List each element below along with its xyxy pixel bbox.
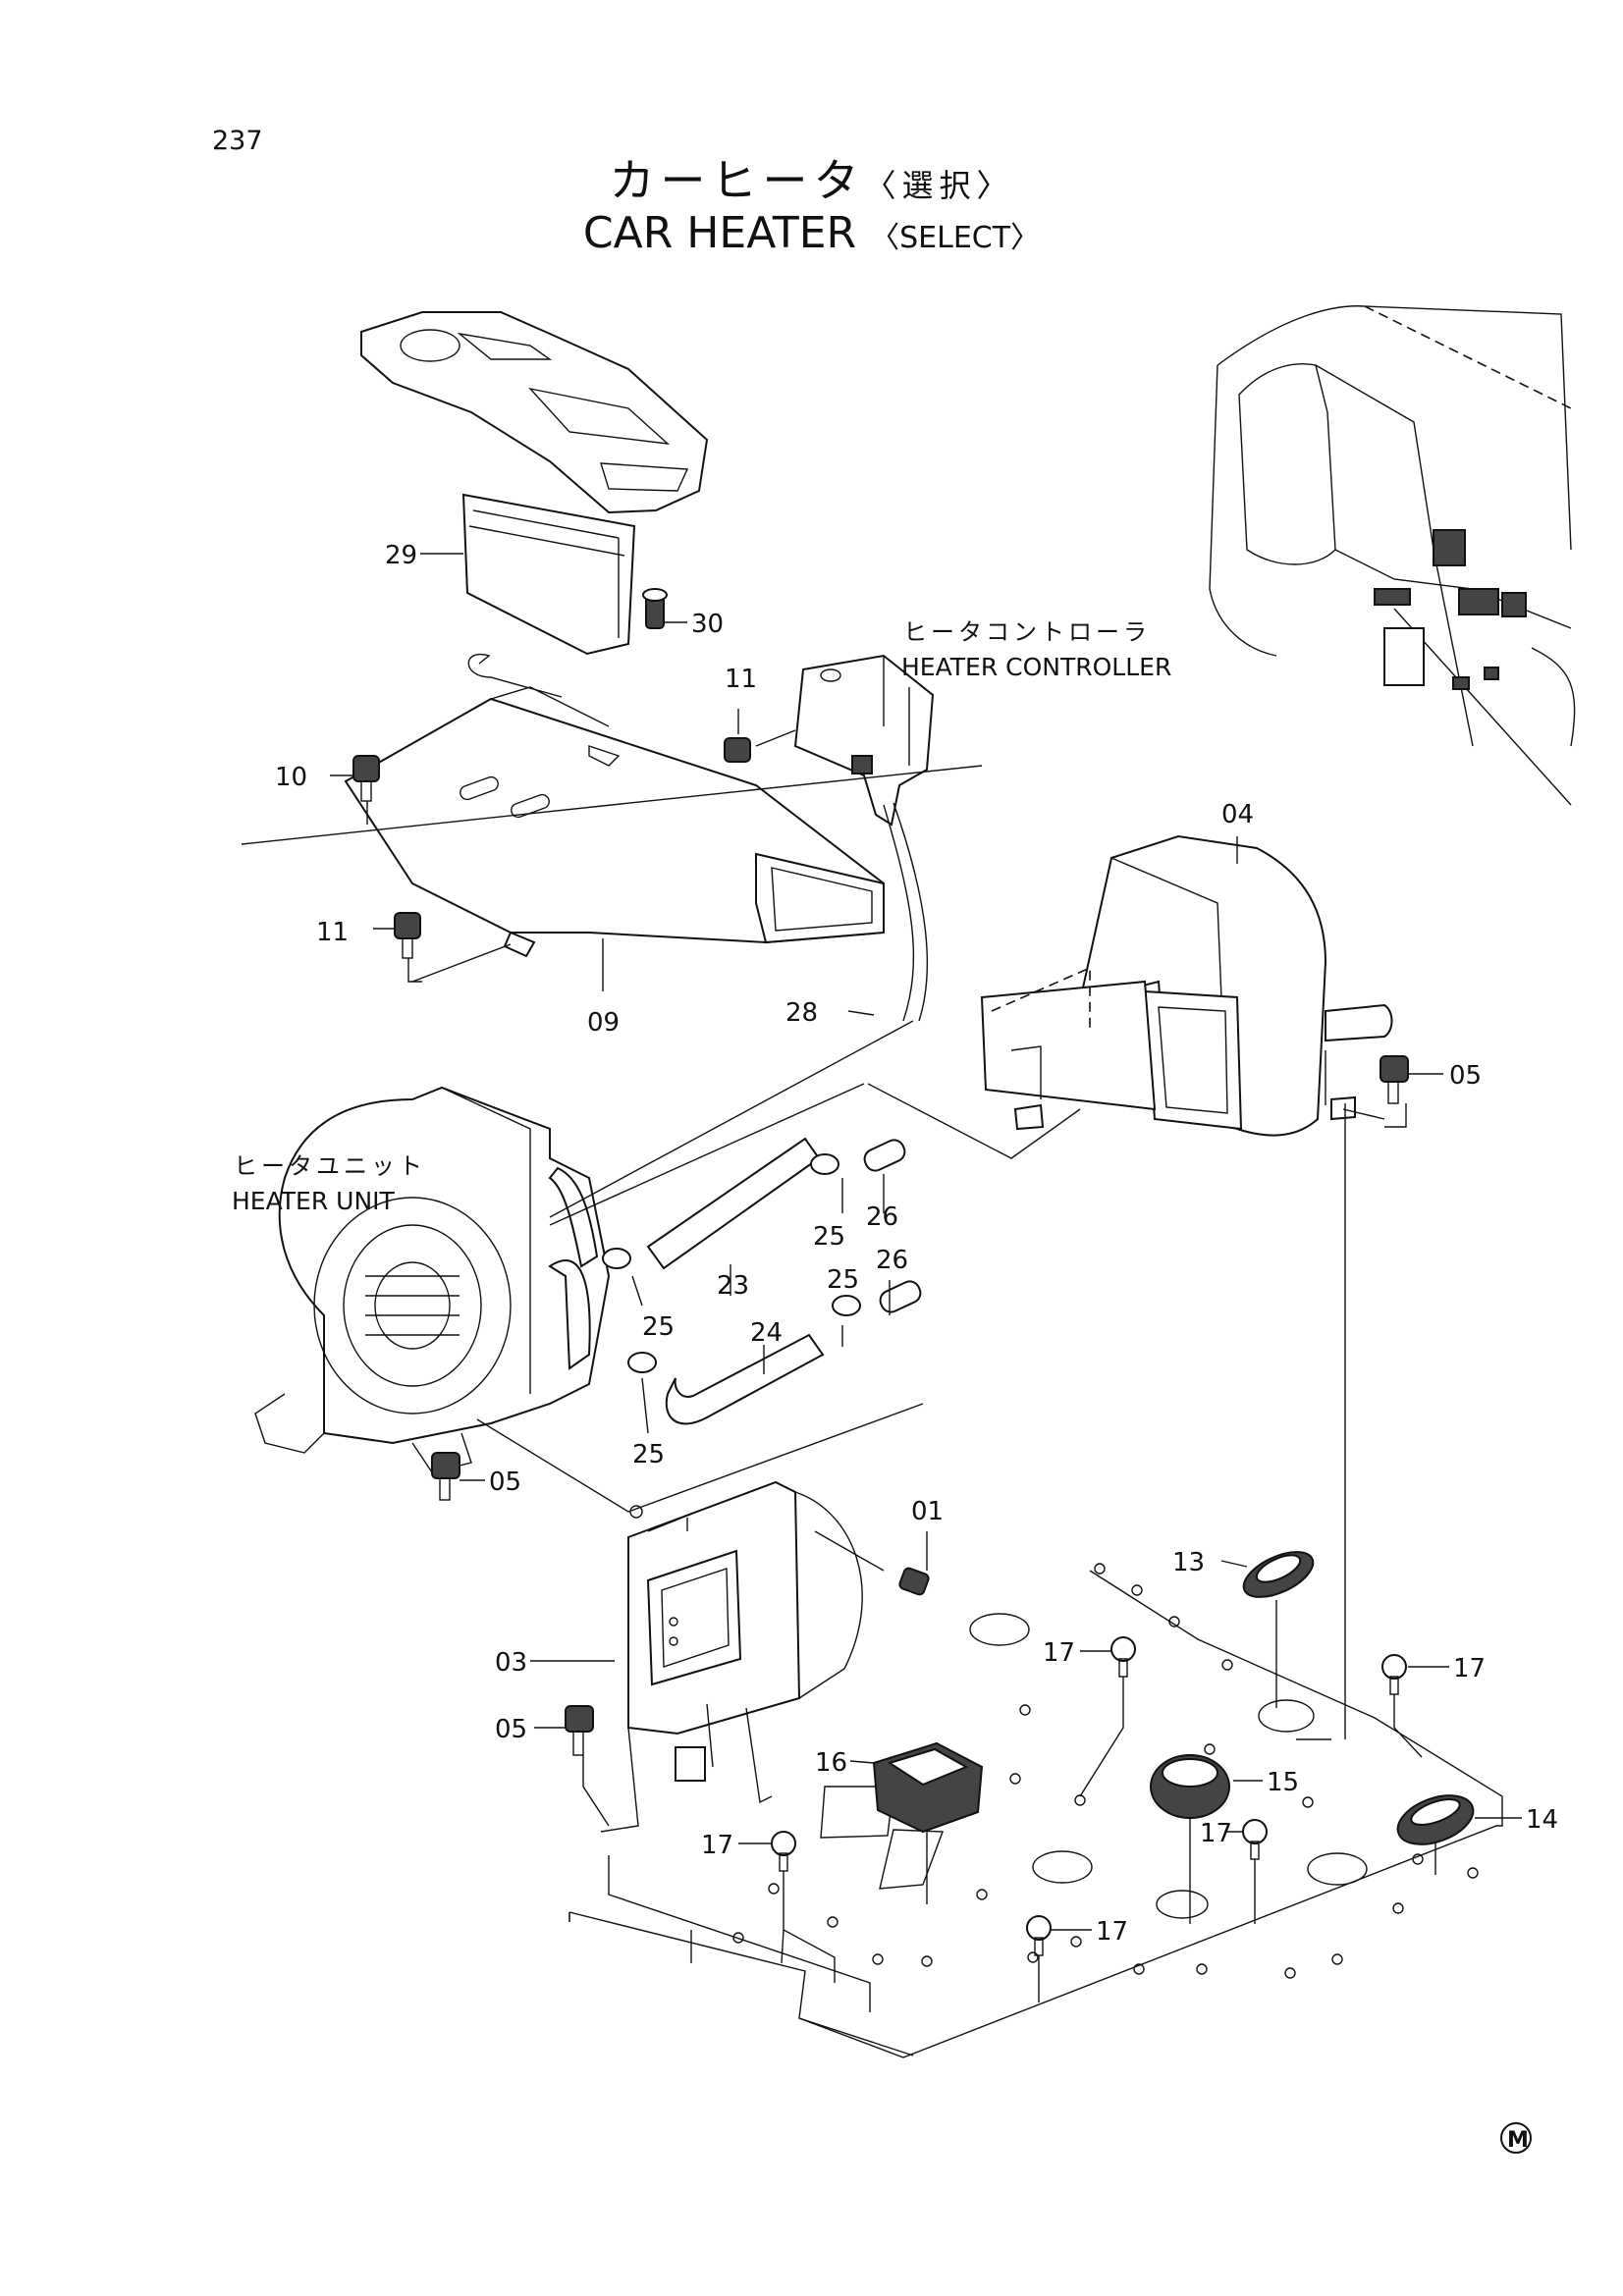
title-en-text: CAR HEATER [582,208,857,258]
callout-17-bottom: 17 [1096,1917,1128,1947]
controller-label-jp: ヒータコントローラ [903,618,1151,646]
callout-29: 29 [385,541,417,570]
hose-24 [665,1333,825,1425]
cab-outline [1209,305,1576,806]
callout-17-upper: 17 [1043,1638,1075,1668]
grommet-14 [1396,1794,1475,1845]
callout-05-bracket: 05 [495,1715,527,1744]
screw-01 [898,1567,930,1596]
callout-13: 13 [1172,1548,1205,1577]
callout-28: 28 [785,998,818,1028]
storage-box-29 [461,493,636,656]
callout-25-middle: 25 [827,1265,859,1295]
callout-25-left: 25 [642,1312,675,1342]
callout-11-duct: 11 [316,918,349,947]
grommet-16 [872,1741,984,1834]
bolt-05-right [1380,1055,1409,1104]
callout-11-controller: 11 [725,665,757,694]
floor-plate [568,1563,1503,2058]
clamp-25-a [810,1153,839,1175]
unit-label-en: HEATER UNIT [232,1187,396,1215]
callout-15: 15 [1267,1768,1299,1797]
clamp-25-b [602,1248,631,1269]
bolt-05-bracket [565,1705,594,1756]
callout-25-upper: 25 [813,1222,845,1252]
heater-controller [793,654,935,1022]
callout-10: 10 [275,763,307,792]
clamp-25-c [832,1295,861,1316]
callout-30: 30 [691,610,724,639]
screw-11-controller [724,729,796,763]
duct-04 [980,834,1393,1137]
pin-17-e [1026,1915,1052,1956]
title-english: CAR HEATER 〈SELECT〉 [0,208,1623,258]
fitting-26-b [879,1280,922,1313]
pin-17-c [771,1831,796,1872]
grommet-15 [1150,1754,1230,1819]
bolt-10 [352,755,380,802]
console-assembly [360,311,709,514]
title-en-note: 〈SELECT〉 [870,221,1041,255]
assembly-labels: ヒータコントローラ HEATER CONTROLLER ヒータユニット HEAT… [232,618,1171,1215]
callout-05-duct: 05 [1449,1061,1482,1091]
title-japanese: カーヒータ〈選択〉 [0,145,1623,210]
callout-26-upper: 26 [866,1202,898,1232]
callout-17-right: 17 [1453,1654,1486,1683]
duct-09 [344,653,885,958]
pin-17-b [1381,1654,1407,1695]
heater-unit [254,1086,611,1473]
callout-16: 16 [815,1748,847,1778]
fitting-26-a [863,1139,906,1172]
title-jp-note: 〈選択〉 [864,167,1014,204]
bolt-11-left [394,912,421,959]
callout-23: 23 [717,1271,749,1301]
hose-23 [646,1137,821,1270]
callout-25-bottom: 25 [632,1440,665,1469]
m-mark: M [1500,2122,1532,2154]
callout-05-unit: 05 [489,1468,521,1497]
controller-label-en: HEATER CONTROLLER [901,653,1171,681]
callout-17-left: 17 [701,1831,733,1860]
leader-lines [241,553,1522,2012]
callout-labels: 29 30 11 10 11 09 04 28 05 25 26 23 25 2… [275,541,1558,1947]
bolt-05-unit [431,1452,460,1501]
callout-01: 01 [911,1497,944,1526]
unit-label-jp: ヒータユニット [234,1152,426,1180]
bracket-03 [600,1480,885,1833]
callout-24: 24 [750,1318,783,1348]
callout-04: 04 [1221,800,1254,829]
title-jp-text: カーヒータ [609,154,865,207]
clamp-25-d [627,1352,657,1373]
callout-09: 09 [587,1008,620,1038]
callout-14: 14 [1526,1805,1558,1835]
callout-26-lower: 26 [876,1246,908,1275]
m-mark-letter: M [1507,2128,1529,2153]
callout-17-middle: 17 [1200,1819,1232,1848]
pin-17-a [1110,1636,1136,1678]
grommet-13 [1242,1551,1315,1598]
bolt-30 [642,588,668,629]
page-number: 237 [212,126,263,156]
callout-03: 03 [495,1648,527,1678]
pin-17-d [1242,1819,1268,1860]
